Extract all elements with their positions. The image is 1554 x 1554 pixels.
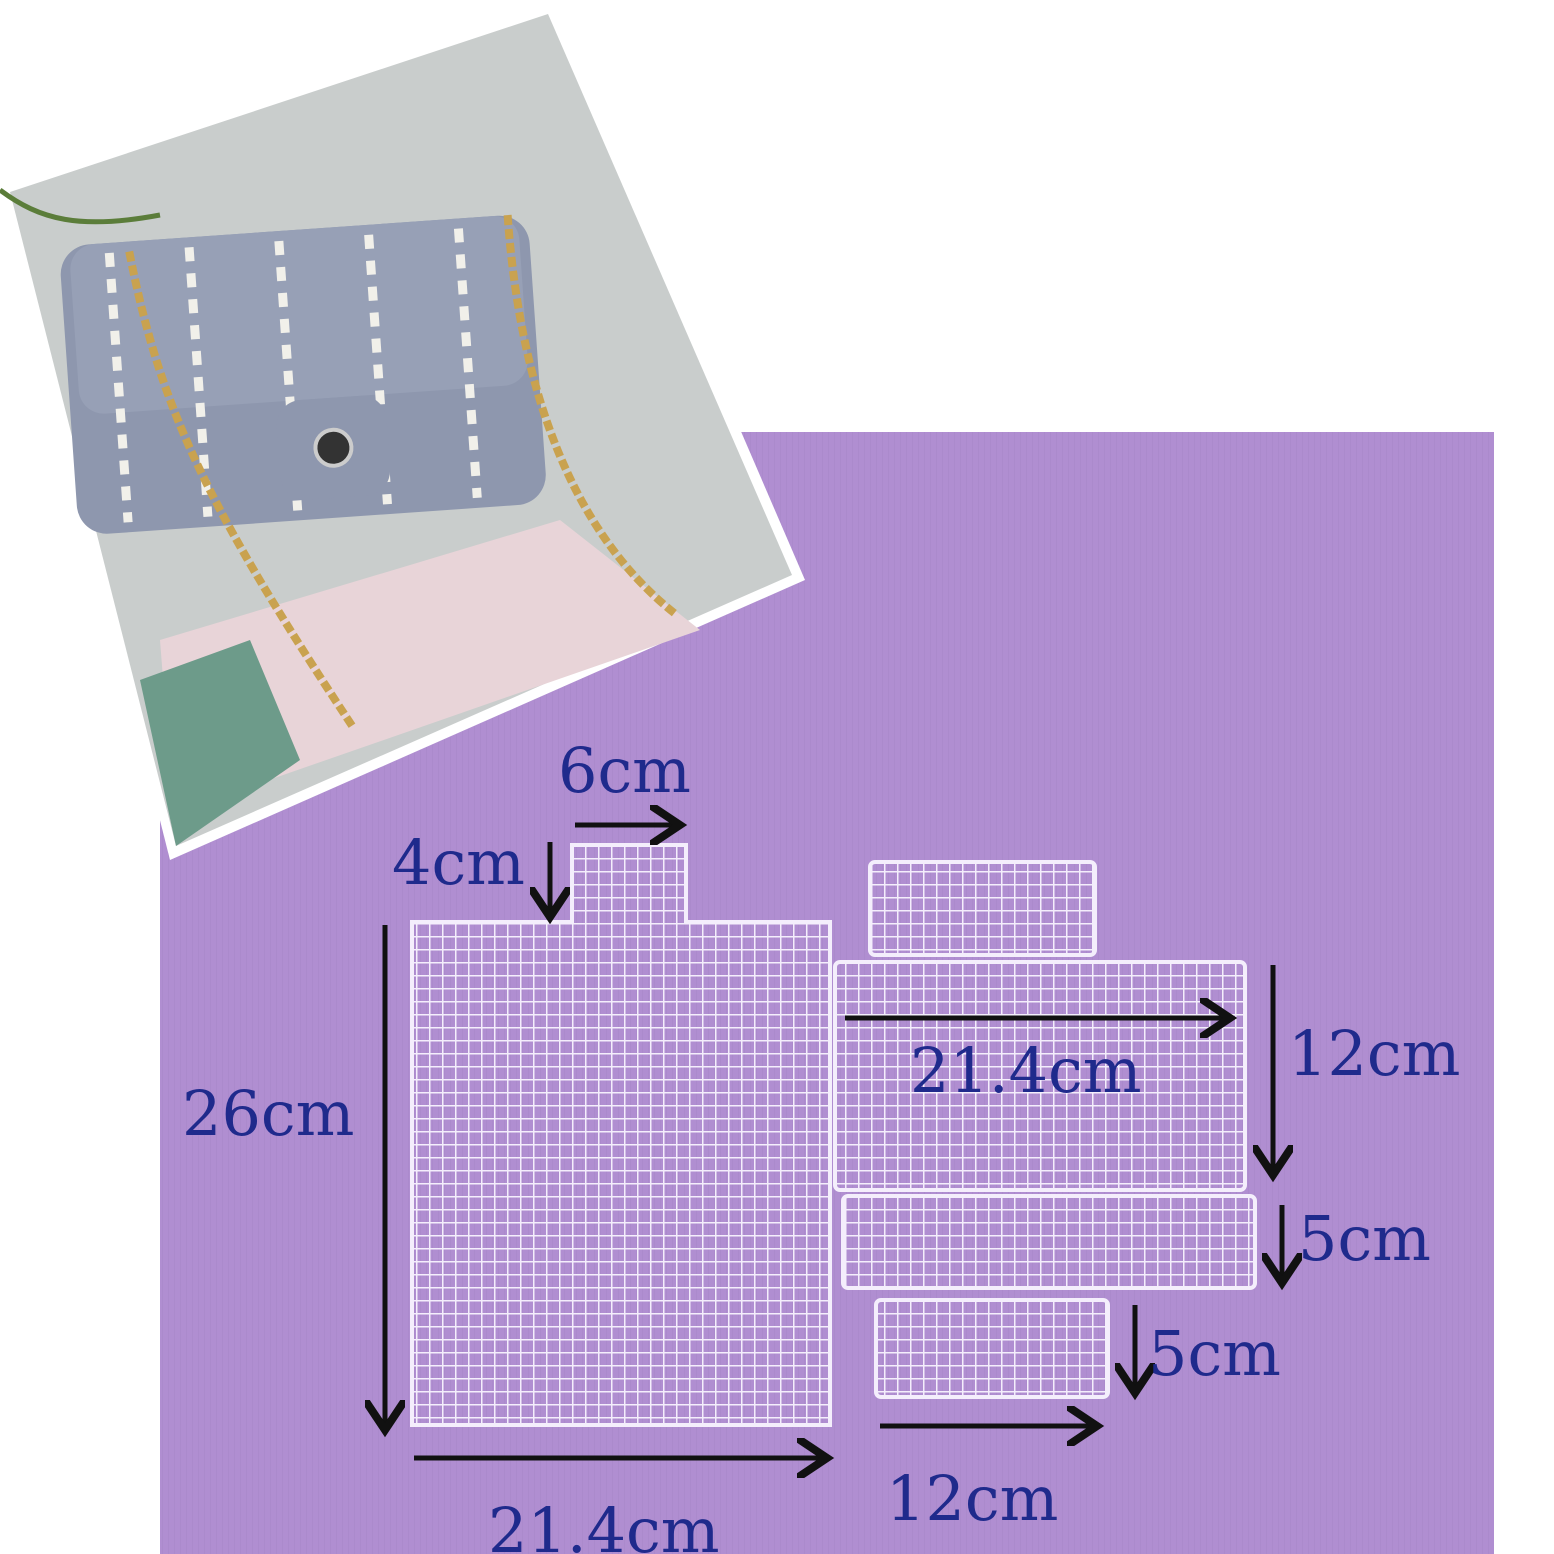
label-small-height: 5cm bbox=[1148, 1317, 1281, 1390]
label-tab-width: 6cm bbox=[558, 734, 691, 807]
label-main-height: 26cm bbox=[182, 1077, 354, 1150]
label-small-width: 12cm bbox=[886, 1462, 1058, 1535]
label-tab-height: 4cm bbox=[392, 826, 525, 899]
top-mesh-panel bbox=[868, 860, 1097, 957]
label-main-width: 21.4cm bbox=[488, 1494, 720, 1554]
strip-mesh-panel bbox=[841, 1194, 1257, 1290]
label-strip-height: 5cm bbox=[1298, 1202, 1431, 1275]
bag-photo bbox=[0, 0, 805, 860]
label-side-height: 12cm bbox=[1288, 1017, 1460, 1090]
main-mesh-panel bbox=[410, 843, 832, 1427]
label-side-width: 21.4cm bbox=[910, 1034, 1142, 1107]
small-mesh-panel bbox=[874, 1298, 1110, 1399]
